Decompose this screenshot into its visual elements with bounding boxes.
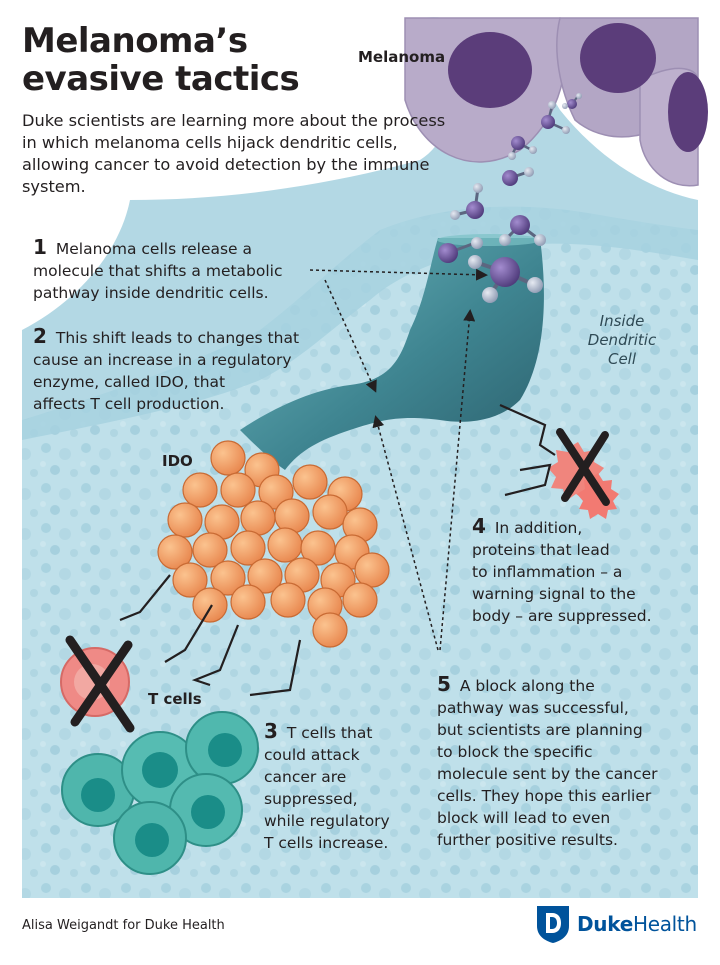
step-line: but scientists are planning [437,721,643,739]
ido-enzyme-sphere [182,472,218,508]
ido-enzyme-sphere [292,464,328,500]
step-line: affects T cell production. [33,395,225,413]
ido-enzyme-sphere [220,472,256,508]
ido-enzyme-sphere [210,440,246,476]
ido-enzyme-sphere [172,562,208,598]
molecule-icon [438,93,582,303]
step-2: 2 This shift leads to changes that cause … [33,325,299,415]
step-line: 1 Melanoma cells release a [33,235,253,259]
melanoma-cells [404,17,708,187]
ido-enzyme-sphere [230,530,266,566]
step-line: further positive results. [437,831,618,849]
step-line: suppressed, [264,790,358,808]
step-line: molecule that shifts a metabolic [33,262,283,280]
credit-line: Alisa Weigandt for Duke Health [22,918,225,933]
ido-enzyme-sphere [312,494,348,530]
ido-label: IDO [162,452,193,470]
t-cells-label: T cells [148,690,202,708]
step-line: 5 A block along the [437,672,595,696]
step-line: molecule sent by the cancer [437,765,658,783]
step-line: warning signal to the [472,585,636,603]
step-line: to inflammation – a [472,563,623,581]
inside-dendritic-cell-label: Inside Dendritic Cell [587,312,657,368]
step-line: proteins that lead [472,541,610,559]
ido-enzyme-sphere [167,502,203,538]
intro-text: Duke scientists are learning more about … [22,111,446,196]
step-line: could attack [264,746,360,764]
step-line: T cells increase. [264,834,389,852]
pointer-lines [309,268,488,651]
t-cell-cluster [61,711,259,875]
step-number: 5 [437,672,451,696]
ido-branch-arrows [119,403,556,697]
step-number: 1 [33,235,47,259]
step-line: while regulatory [264,812,390,830]
step-number: 3 [264,719,278,743]
step-line: cancer are [264,768,347,786]
step-line: cause an increase in a regulatory [33,351,292,369]
ido-enzyme-sphere [230,584,266,620]
step-5: 5 A block along the pathway was successfu… [437,673,658,851]
melanoma-label: Melanoma [358,48,446,66]
step-3: 3 T cells that could attack cancer are supp… [264,720,390,854]
step-line: to block the specific [437,743,593,761]
x-mark-icon [65,635,135,733]
ido-enzyme-sphere [274,498,310,534]
ido-enzyme-sphere [192,587,228,623]
ido-cluster [157,440,390,648]
step-number: 2 [33,324,47,348]
step-line: pathway inside dendritic cells. [33,284,269,302]
ido-enzyme-sphere [267,527,303,563]
step-number: 4 [472,514,486,538]
ido-enzyme-sphere [342,582,378,618]
page-title: Melanoma’s evasive tactics [22,21,300,99]
x-mark-icon [556,428,610,506]
ido-enzyme-sphere [247,558,283,594]
duke-shield-icon [537,906,569,943]
step-line: 3 T cells that [264,719,373,743]
step-line: cells. They hope this earlier [437,787,652,805]
duke-health-logo: DukeHealth [535,904,697,944]
step-line: enzyme, called IDO, that [33,373,226,391]
step-line: 2 This shift leads to changes that [33,324,300,348]
ido-enzyme-sphere [210,560,246,596]
step-4: 4 In addition, proteins that lead to infla… [472,515,652,627]
duke-health-wordmark: DukeHealth [577,912,697,936]
step-line: body – are suppressed. [472,607,652,625]
metabolic-channel [240,238,544,470]
ido-enzyme-sphere [270,582,306,618]
ido-enzyme-sphere [240,500,276,536]
step-line: block will lead to even [437,809,611,827]
ido-enzyme-sphere [192,532,228,568]
ido-enzyme-sphere [157,534,193,570]
ido-enzyme-sphere [354,552,390,588]
step-line: pathway was successful, [437,699,629,717]
step-1: 1 Melanoma cells release a molecule that … [33,236,283,304]
step-line: 4 In addition, [472,514,583,538]
ido-enzyme-sphere [312,612,348,648]
